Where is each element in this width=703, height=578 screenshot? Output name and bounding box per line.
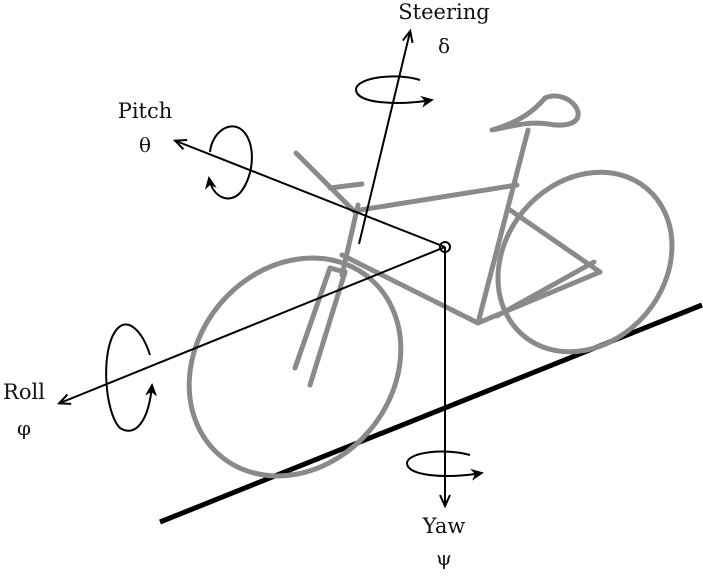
yaw-symbol: ψ — [436, 546, 452, 570]
steering-axis — [358, 32, 410, 245]
axis-lines — [60, 32, 451, 505]
pitch-rotation-arrow — [204, 125, 253, 200]
yaw-label: Yaw — [422, 514, 466, 538]
roll-symbol: φ — [16, 416, 32, 440]
pitch-symbol: θ — [138, 133, 152, 157]
steering-label: Steering — [398, 0, 490, 24]
bicycle-frame — [292, 127, 603, 388]
steering-symbol: δ — [437, 34, 451, 58]
yaw-rotation-arrow — [405, 450, 484, 481]
center-point — [439, 241, 451, 253]
roll-axis — [60, 246, 446, 403]
handlebar — [293, 150, 365, 215]
steering-rotation-arrow — [355, 75, 434, 108]
saddle — [489, 93, 581, 133]
rear-wheel — [495, 169, 675, 355]
bicycle — [186, 93, 675, 479]
roll-rotation-arrow — [105, 323, 158, 432]
rotation-arrows — [105, 75, 484, 481]
pitch-axis — [176, 141, 446, 248]
roll-label: Roll — [3, 380, 45, 404]
pitch-label: Pitch — [117, 99, 173, 123]
